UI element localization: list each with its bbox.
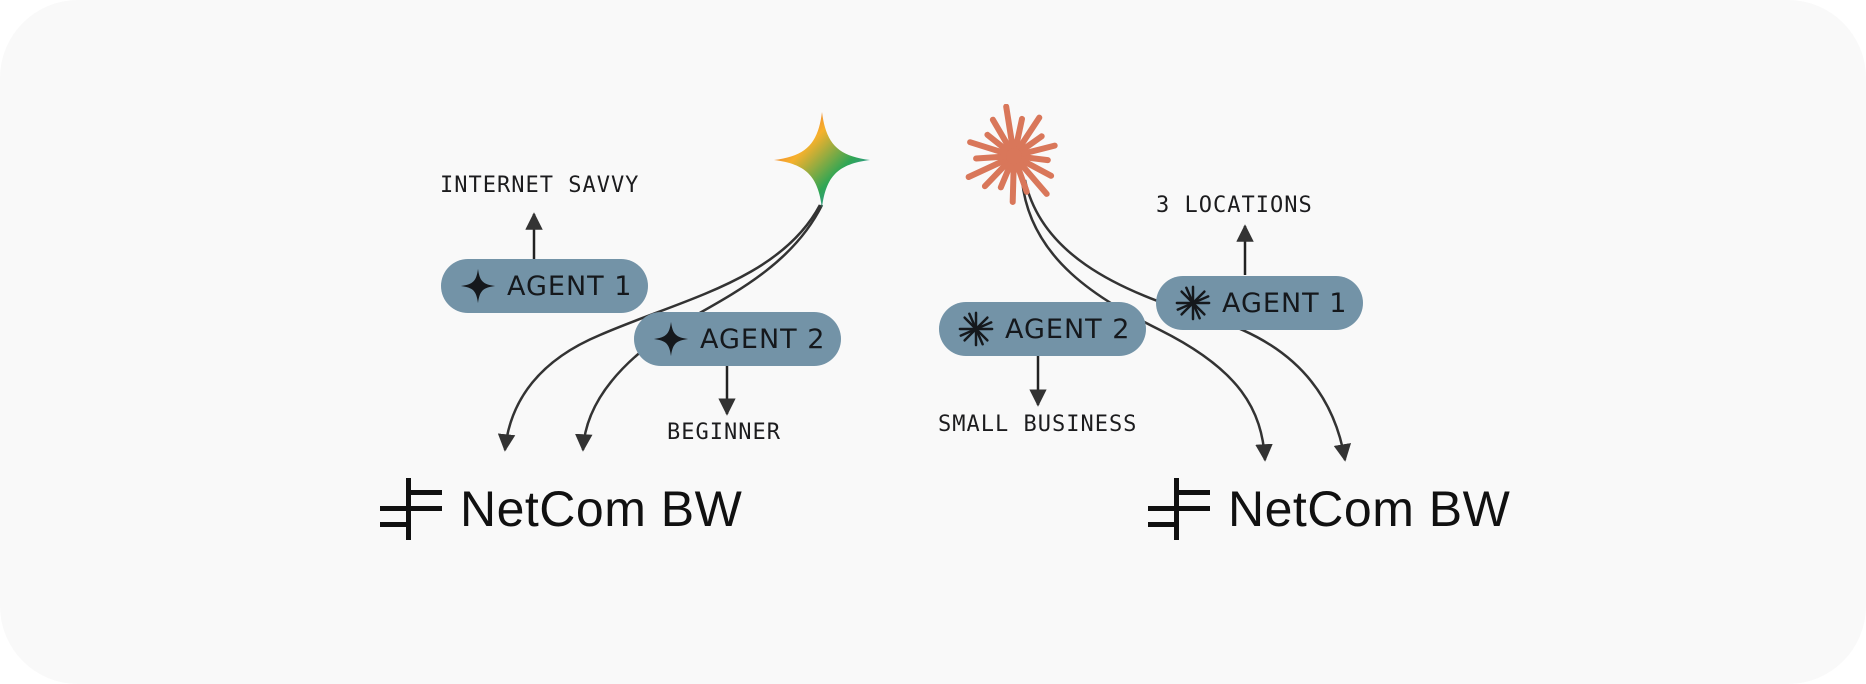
starburst-ray bbox=[997, 158, 1015, 191]
starburst-icon bbox=[958, 311, 994, 347]
left-curve-a bbox=[497, 204, 822, 452]
gradient-sparkle-icon bbox=[774, 112, 870, 208]
left-agent-2-pill: AGENT 2 bbox=[634, 312, 842, 366]
starburst-ray bbox=[1013, 158, 1030, 195]
starburst-ray bbox=[967, 139, 1012, 158]
starburst-ray bbox=[1016, 142, 1058, 158]
starburst-ray bbox=[989, 116, 1014, 154]
orange-starburst-icon bbox=[965, 104, 1058, 205]
label-small-business: SMALL BUSINESS bbox=[938, 412, 1138, 437]
starburst-ray bbox=[984, 131, 1013, 156]
starburst-ray bbox=[1016, 155, 1055, 179]
right-agent-2-label: AGENT 2 bbox=[1005, 313, 1131, 345]
label-three-locations: 3 LOCATIONS bbox=[1156, 193, 1313, 218]
left-brand-name: NetCom BW bbox=[460, 481, 743, 537]
starburst-core bbox=[1006, 148, 1022, 164]
left-agent-1-label: AGENT 1 bbox=[507, 270, 633, 302]
starburst-ray bbox=[1012, 115, 1025, 154]
left-brand-logo: NetCom BW bbox=[378, 476, 742, 542]
starburst-ray bbox=[973, 153, 1011, 162]
right-brand-logo: NetCom BW bbox=[1146, 476, 1510, 542]
label-internet-savvy: INTERNET SAVVY bbox=[440, 173, 640, 198]
starburst-ray bbox=[1014, 114, 1043, 154]
netcom-logo-icon bbox=[380, 478, 442, 540]
right-agent-2-pill: AGENT 2 bbox=[939, 302, 1147, 356]
four-point-star-icon bbox=[653, 321, 689, 357]
starburst-ray bbox=[965, 155, 1012, 180]
right-brand-name: NetCom BW bbox=[1228, 481, 1511, 537]
starburst-ray bbox=[981, 157, 1013, 190]
starburst-ray bbox=[1017, 153, 1051, 164]
four-point-star-icon bbox=[460, 268, 496, 304]
starburst-ray bbox=[1015, 133, 1045, 156]
label-beginner: BEGINNER bbox=[667, 420, 781, 445]
right-agent-1-pill: AGENT 1 bbox=[1156, 276, 1364, 330]
left-agent-1-pill: AGENT 1 bbox=[441, 259, 649, 313]
left-agent-2-label: AGENT 2 bbox=[700, 323, 826, 355]
starburst-ray bbox=[1003, 104, 1017, 154]
starburst-icon bbox=[1175, 285, 1211, 321]
netcom-logo-icon bbox=[1148, 478, 1210, 540]
starburst-ray bbox=[1014, 157, 1050, 197]
right-curve-a bbox=[1020, 179, 1273, 462]
right-agent-1-label: AGENT 1 bbox=[1222, 287, 1348, 319]
starburst-ray bbox=[1009, 159, 1017, 205]
